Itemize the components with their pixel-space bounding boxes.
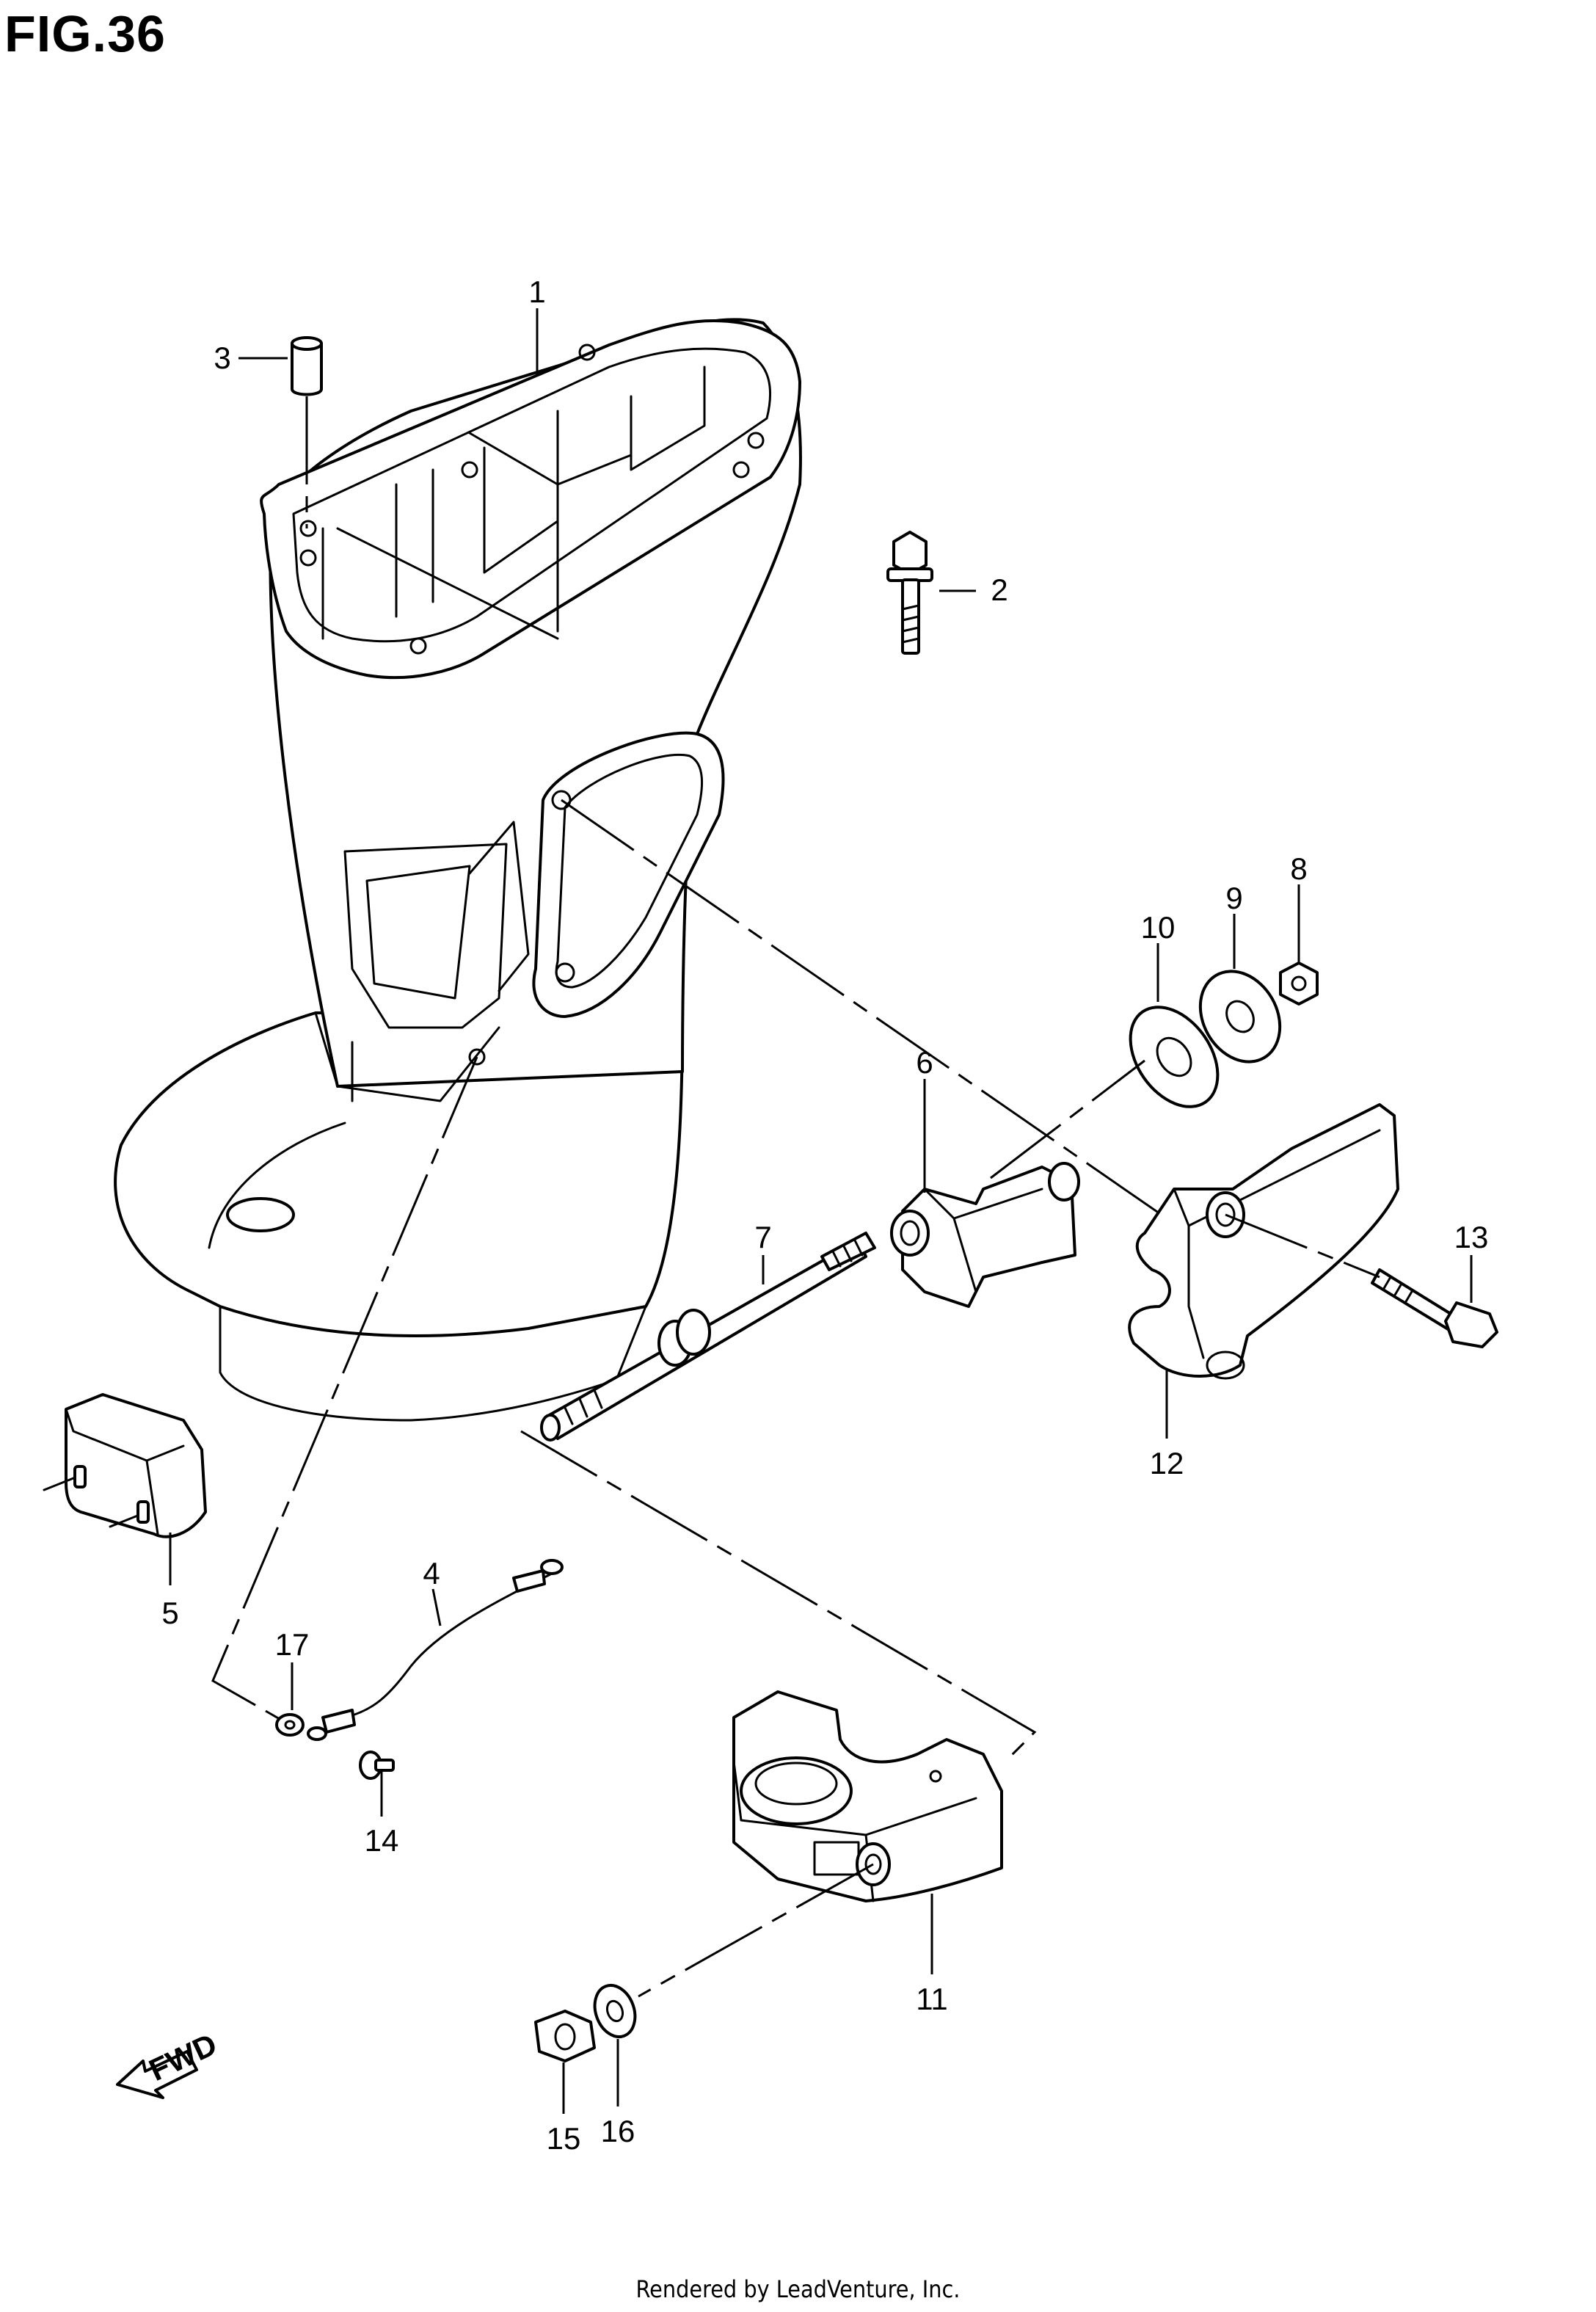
upper-mount-cover[interactable] bbox=[1128, 1103, 1399, 1380]
callout-6: 6 bbox=[916, 1045, 933, 1080]
nut-small[interactable] bbox=[1279, 961, 1319, 1006]
callout-5: 5 bbox=[161, 1596, 178, 1630]
callout-16: 16 bbox=[601, 2114, 635, 2148]
figure-title: FIG.36 bbox=[4, 5, 166, 62]
washer-rubber[interactable] bbox=[1112, 991, 1236, 1123]
assembly-lines bbox=[211, 396, 1380, 1998]
nut-lower[interactable] bbox=[534, 2010, 596, 2062]
fwd-arrow-icon: FWD bbox=[116, 2026, 222, 2099]
bolt[interactable] bbox=[886, 531, 933, 655]
callout-9: 9 bbox=[1225, 881, 1242, 915]
callout-8: 8 bbox=[1290, 851, 1307, 886]
callout-2: 2 bbox=[991, 572, 1007, 607]
spacer-block[interactable] bbox=[890, 1162, 1080, 1308]
callout-3: 3 bbox=[214, 341, 230, 375]
drive-shaft-housing[interactable] bbox=[114, 318, 802, 1422]
dowel-pin[interactable] bbox=[291, 336, 323, 396]
washer-lower[interactable] bbox=[588, 1980, 641, 2042]
callout-7: 7 bbox=[754, 1220, 771, 1254]
callout-labels: 1 2 3 4 5 6 7 8 9 10 11 12 13 14 15 16 1… bbox=[161, 275, 1488, 2156]
callout-14: 14 bbox=[365, 1823, 399, 1858]
callout-12: 12 bbox=[1150, 1446, 1184, 1480]
callout-11: 11 bbox=[916, 1982, 948, 2016]
callout-15: 15 bbox=[547, 2121, 581, 2156]
render-credit: Rendered by LeadVenture, Inc. bbox=[635, 2275, 961, 2303]
mount-stud[interactable] bbox=[540, 1232, 876, 1442]
flange-bolt[interactable] bbox=[1371, 1268, 1498, 1348]
fwd-label: FWD bbox=[144, 2026, 222, 2087]
ground-wire[interactable] bbox=[307, 1559, 564, 1741]
lower-mount-bracket[interactable] bbox=[732, 1690, 1003, 1902]
callout-17: 17 bbox=[275, 1627, 310, 1662]
callout-4: 4 bbox=[423, 1556, 440, 1591]
washer-large[interactable] bbox=[1184, 957, 1296, 1077]
callout-13: 13 bbox=[1454, 1220, 1489, 1254]
callout-1: 1 bbox=[528, 275, 545, 309]
mount-rubber[interactable] bbox=[43, 1393, 207, 1538]
callout-10: 10 bbox=[1141, 910, 1176, 945]
leader-lines bbox=[169, 308, 1473, 2114]
screw[interactable] bbox=[359, 1751, 395, 1780]
